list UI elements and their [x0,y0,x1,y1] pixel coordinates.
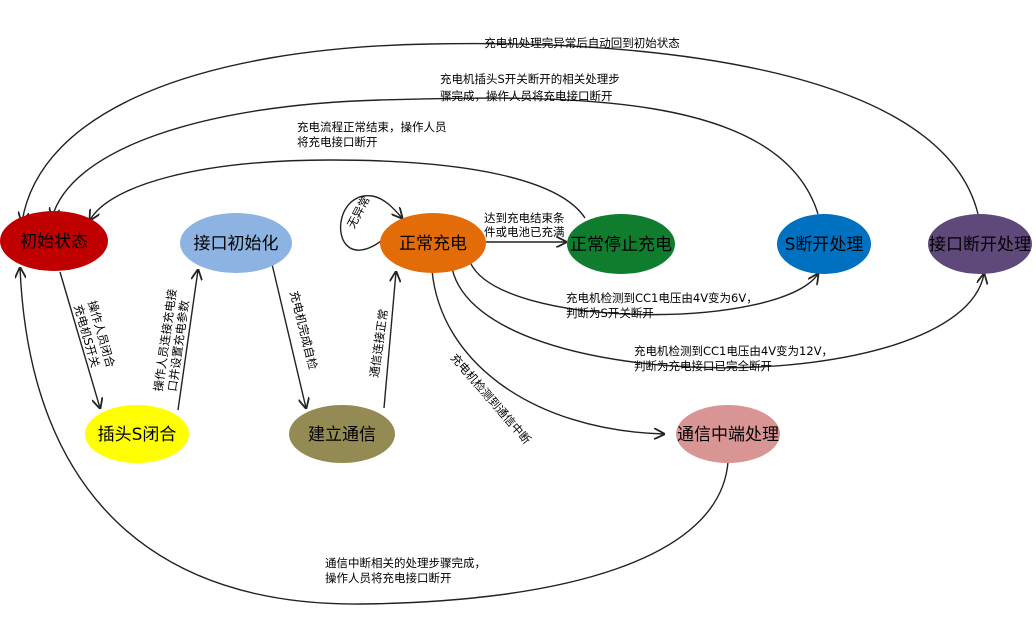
edge-init-to-comm [271,263,306,408]
node-s-open-label: S断开处理 [785,235,864,255]
edge-s-open-to-initial [52,97,819,218]
edge-charging-to-iface-off [451,267,984,369]
node-charging-label: 正常充电 [399,234,467,254]
node-initial-label: 初始状态 [20,232,88,252]
label-stop-back-2: 将充电接口断开 [297,135,378,149]
node-plug-closed: 插头S闭合 [85,405,189,463]
label-to-stop-1: 达到充电结束条 [484,211,565,225]
edge-initial-to-plug [59,271,100,408]
edge-stop-to-initial [90,159,586,220]
edge-comm-break-to-initial [20,268,729,605]
node-comm-break-label: 通信中端处理 [677,425,779,445]
edge-comm-to-charging [383,272,396,409]
node-iface-init-label: 接口初始化 [194,234,279,254]
node-charging: 正常充电 [380,213,486,273]
label-detect-6v-2: 判断为S开关断开 [566,306,654,320]
node-normal-stop-label: 正常停止充电 [570,235,672,255]
node-plug-closed-label: 插头S闭合 [98,425,177,445]
node-comm-setup-label: 建立通信 [308,425,376,445]
node-iface-off: 接口断开处理 [928,214,1032,274]
label-detect-comm: 充电机检测到通信中断 [448,351,534,447]
label-stop-back-1: 充电流程正常结束，操作人员 [297,120,447,134]
node-iface-off-label: 接口断开处理 [929,235,1031,255]
label-detect-6v-1: 充电机检测到CC1电压由4V变为6V， [566,291,758,305]
label-comm-back-1: 通信中断相关的处理步骤完成， [325,556,486,570]
label-self-check: 充电机完成自检 [287,289,320,371]
label-comm-back-2: 操作人员将充电接口断开 [325,571,452,585]
edge-iface-off-to-initial [22,42,979,222]
node-normal-stop: 正常停止充电 [567,214,675,274]
label-self-loop: 无异常 [344,194,373,231]
node-s-open: S断开处理 [777,214,871,274]
label-s-open-back-1: 充电机插头S开关断开的相关处理步 [440,72,620,86]
label-detect-12v-1: 充电机检测到CC1电压由4V变为12V， [634,344,833,358]
edge-charging-to-s-open [469,261,818,316]
node-initial: 初始状态 [0,211,108,271]
node-iface-init: 接口初始化 [180,213,292,273]
label-detect-12v-2: 判断为充电接口已完全断开 [634,359,772,373]
label-s-open-back-2: 骤完成，操作人员将充电接口断开 [440,89,613,103]
node-comm-break: 通信中端处理 [676,405,780,463]
edge-self-loop [339,195,402,251]
edge-plug-to-init [177,270,198,411]
node-comm-setup: 建立通信 [289,405,395,463]
label-to-stop-2: 件或电池已充满 [484,225,565,239]
edge-charging-to-comm-break [431,269,664,434]
label-top-loop: 充电机处理完异常后自动回到初始状态 [484,36,680,50]
